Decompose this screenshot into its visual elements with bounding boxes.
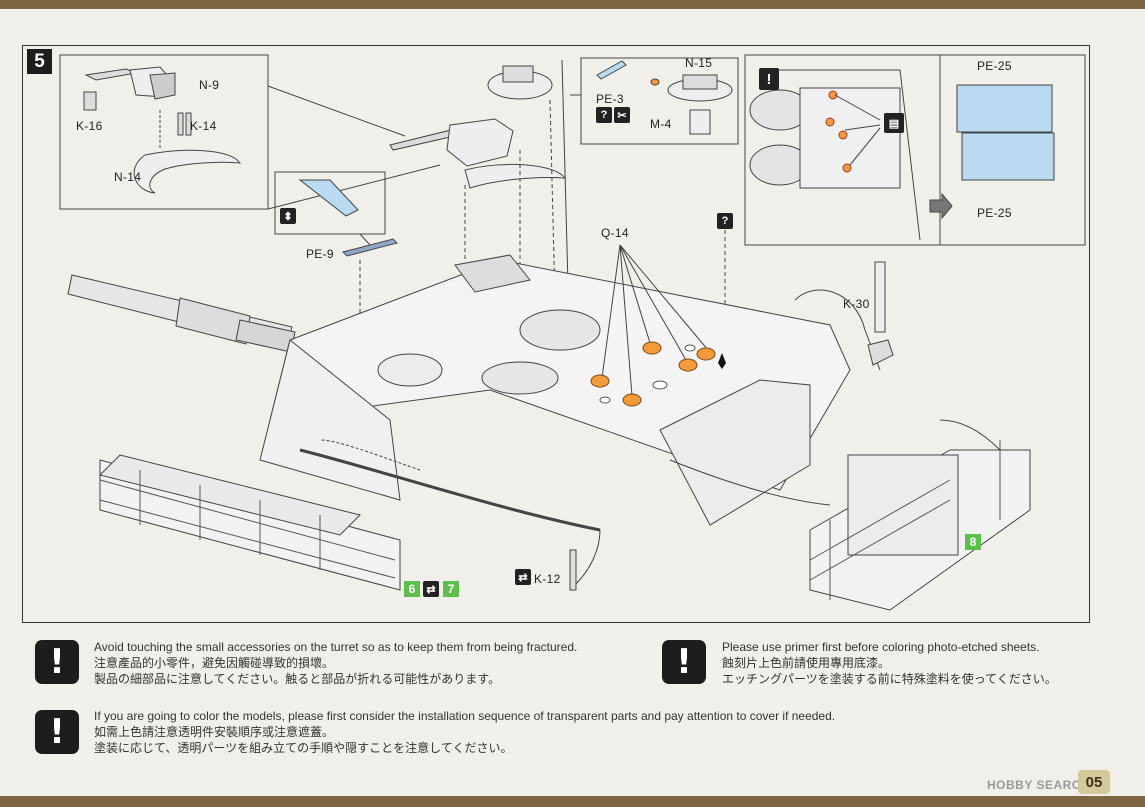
cut-icon: ✂ bbox=[614, 107, 630, 123]
part-label-n14: N-14 bbox=[114, 170, 142, 184]
part-label-pe9: PE-9 bbox=[306, 247, 334, 261]
inset-hatch-box bbox=[580, 57, 739, 145]
note-1: Avoid touching the small accessories on … bbox=[94, 639, 577, 687]
note-3-en: If you are going to color the models, pl… bbox=[94, 709, 836, 723]
part-label-k16: K-16 bbox=[76, 119, 103, 133]
part-label-pe25-top: PE-25 bbox=[977, 59, 1012, 73]
note-3-zh: 如需上色請注意透明件安裝順序或注意遮蓋。 bbox=[94, 725, 335, 739]
glue-icon: ▤ bbox=[884, 113, 904, 133]
exclamation-icon: ! bbox=[759, 68, 779, 90]
part-label-pe3: PE-3 bbox=[596, 92, 624, 106]
question-icon: ? bbox=[717, 213, 733, 229]
flip-icon: ⇄ bbox=[515, 569, 531, 585]
step-frame bbox=[22, 45, 1090, 623]
part-label-k14: K-14 bbox=[190, 119, 217, 133]
step-number-badge: 5 bbox=[27, 49, 52, 74]
q14-parts bbox=[590, 341, 716, 407]
bottom-border bbox=[0, 796, 1145, 807]
inset-pe25-box bbox=[744, 54, 1086, 246]
ref-step-8: 8 bbox=[965, 534, 981, 550]
warning-icon: ! bbox=[35, 710, 79, 754]
note-3: If you are going to color the models, pl… bbox=[94, 708, 835, 756]
note-2-en: Please use primer first before coloring … bbox=[722, 640, 1040, 654]
part-label-n15: N-15 bbox=[685, 56, 713, 70]
top-border bbox=[0, 0, 1145, 9]
part-label-pe25-bottom: PE-25 bbox=[977, 206, 1012, 220]
antenna-base bbox=[718, 353, 726, 369]
part-label-m4: M-4 bbox=[650, 117, 672, 131]
note-1-ja: 製品の細部品に注意してください。触ると部品が折れる可能性があります。 bbox=[94, 672, 501, 686]
note-2: Please use primer first before coloring … bbox=[722, 639, 1057, 687]
part-label-q14: Q-14 bbox=[601, 226, 629, 240]
ref-step-6: 6 bbox=[404, 581, 420, 597]
flip-icon: ⇄ bbox=[423, 581, 439, 597]
part-label-n9: N-9 bbox=[199, 78, 220, 92]
inset-machine-gun-box bbox=[59, 54, 269, 210]
ref-step-7: 7 bbox=[443, 581, 459, 597]
warning-icon: ! bbox=[662, 640, 706, 684]
note-1-en: Avoid touching the small accessories on … bbox=[94, 640, 578, 654]
inset-pe9-box bbox=[274, 171, 386, 235]
note-1-zh: 注意產品的小零件，避免因觸碰導致的損壞。 bbox=[94, 656, 335, 670]
watermark: HOBBY SEARCH bbox=[987, 778, 1091, 792]
part-label-k30: K-30 bbox=[843, 297, 870, 311]
page-number: 05 bbox=[1078, 770, 1110, 794]
q14-sockets bbox=[599, 344, 696, 404]
question-icon: ? bbox=[596, 107, 612, 123]
note-3-ja: 塗装に応じて、透明パーツを組み立ての手順や隠すことを注意してください。 bbox=[94, 741, 513, 755]
note-2-ja: エッチングパーツを塗装する前に特殊塗料を使ってください。 bbox=[722, 672, 1057, 686]
warning-icon: ! bbox=[35, 640, 79, 684]
flip-icon: ⬍ bbox=[280, 208, 296, 224]
part-label-k12: K-12 bbox=[534, 572, 561, 586]
note-2-zh: 蝕刻片上色前請使用專用底漆。 bbox=[722, 656, 891, 670]
